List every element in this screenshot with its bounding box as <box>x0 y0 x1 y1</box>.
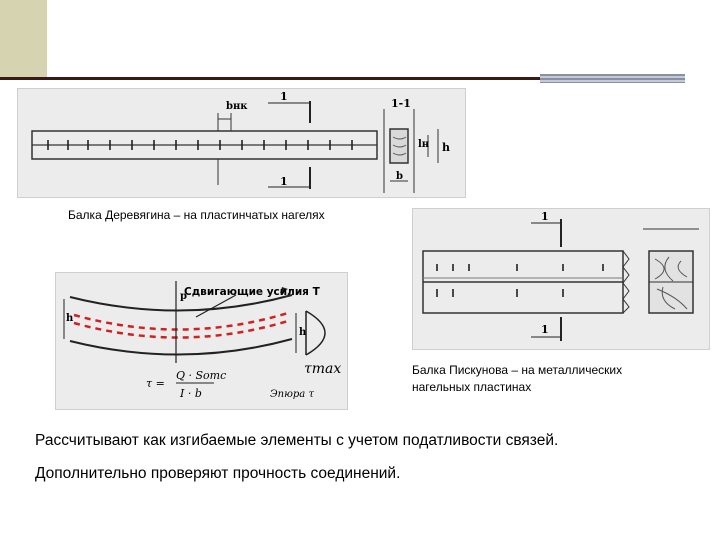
beam1-label-section-top: 1 <box>280 90 288 103</box>
deryagin-beam-figure: bнк 1 1 1-1 lн h b <box>17 88 466 198</box>
title-divider-accent <box>540 74 685 83</box>
beam1-label-b: bнк <box>226 101 248 112</box>
shear-formula-denominator: I · b <box>179 387 202 400</box>
shear-forces-figure: Сдвигающие усилия T p h h τ = Q · Sотс I… <box>55 272 348 410</box>
caption-deryagin-beam: Балка Деревягина – на пластинчатых нагел… <box>68 208 325 222</box>
shear-title: Сдвигающие усилия T <box>184 286 321 298</box>
shear-formula-numerator: Q · Sотс <box>176 369 226 382</box>
piskunov-beam-figure: 1 1 <box>412 208 710 350</box>
shear-label-h-left: h <box>66 313 74 324</box>
body-text-line-1: Рассчитывают как изгибаемые элементы с у… <box>35 432 559 449</box>
shear-label-h-right: h <box>299 327 307 338</box>
title-divider-line <box>0 77 685 80</box>
body-text-line-2: Дополнительно проверяют прочность соедин… <box>35 465 401 482</box>
beam1-label-h: h <box>442 141 450 154</box>
beam1-label-b2: b <box>396 171 403 182</box>
beam1-label-section-title: 1-1 <box>391 97 411 110</box>
shear-label-p: p <box>180 291 187 302</box>
shear-formula-tau: τ = <box>146 377 165 390</box>
caption-piskunov-beam-line1: Балка Пискунова – на металлических <box>412 363 623 377</box>
shear-label-taumax: τmax <box>304 361 341 377</box>
shear-label-epure: Эпюра τ <box>270 389 314 400</box>
beam1-label-ln: lн <box>418 139 429 150</box>
beam2-label-section-bottom: 1 <box>541 323 549 336</box>
caption-piskunov-beam-line2: нагельных пластинах <box>412 380 532 394</box>
beam2-label-section-top: 1 <box>541 210 549 223</box>
beam1-label-section-bottom: 1 <box>280 175 288 188</box>
corner-accent-block <box>0 0 47 80</box>
